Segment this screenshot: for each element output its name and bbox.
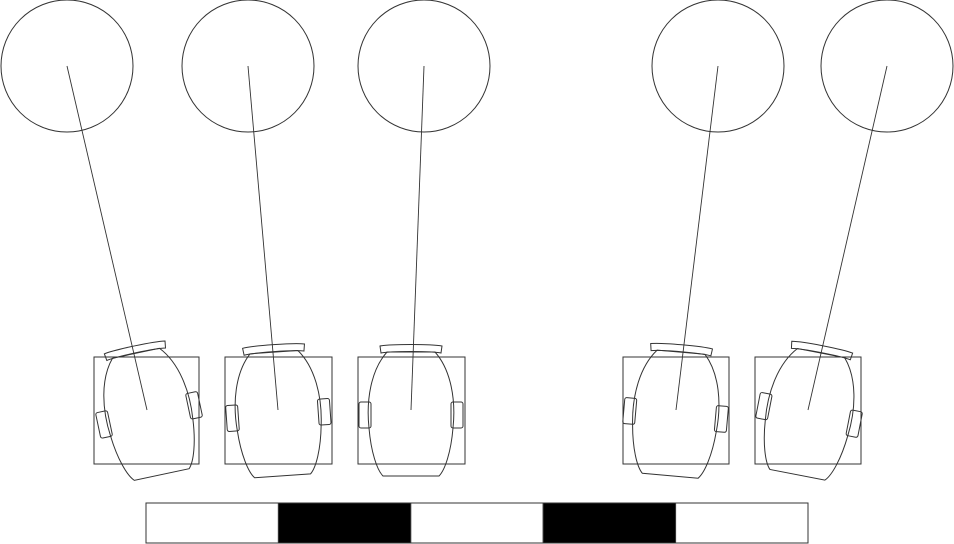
seat-unit-4 xyxy=(622,0,785,479)
scale-segment-dark xyxy=(542,502,677,544)
callout-circle xyxy=(181,0,315,133)
callout-circle xyxy=(820,0,954,133)
chair-back xyxy=(790,340,854,361)
leader-line xyxy=(675,65,719,411)
chair-arm-right xyxy=(185,391,203,420)
seat-unit-5 xyxy=(754,0,954,481)
chair xyxy=(622,342,729,479)
table-square xyxy=(93,356,200,465)
callout-circle xyxy=(357,0,491,133)
chair-body xyxy=(632,349,720,479)
chair-arm-right xyxy=(450,401,464,429)
scale-bar-frame xyxy=(145,502,809,544)
table-square xyxy=(224,356,333,465)
leader-line xyxy=(247,65,279,411)
callout-circle xyxy=(0,0,134,133)
chair-back xyxy=(379,344,443,354)
chair xyxy=(225,343,332,479)
chair-arm-left xyxy=(622,397,638,425)
chair-arm-left xyxy=(755,392,773,421)
chair-arm-right xyxy=(845,409,863,438)
chair-body xyxy=(367,351,455,477)
chair-back xyxy=(242,343,305,356)
scale-bar xyxy=(145,502,809,544)
table-square xyxy=(357,356,466,465)
chair xyxy=(358,344,464,477)
chair-body xyxy=(103,347,195,481)
seat-unit-2 xyxy=(181,0,333,479)
chair-arm-left xyxy=(358,401,372,429)
chair xyxy=(755,340,863,481)
table-square xyxy=(754,356,862,465)
callout-circle xyxy=(651,0,785,133)
leader-line xyxy=(410,65,425,411)
chair-back xyxy=(650,342,714,357)
table-square xyxy=(622,356,730,465)
leader-line xyxy=(66,65,148,411)
chair-arm-left xyxy=(225,404,240,432)
leader-line xyxy=(807,65,888,411)
chair xyxy=(95,340,203,481)
seat-units xyxy=(0,0,954,481)
chair-arm-right xyxy=(713,405,729,433)
seat-unit-1 xyxy=(0,0,203,481)
scale-segment-light xyxy=(145,502,279,544)
chair-body xyxy=(763,347,855,481)
scale-segment-light xyxy=(675,502,809,544)
seat-unit-3 xyxy=(357,0,491,477)
chair-arm-right xyxy=(316,398,332,426)
chair-back xyxy=(103,340,167,362)
chair-body xyxy=(234,349,322,479)
scale-segment-dark xyxy=(277,502,412,544)
scale-segment-light xyxy=(410,502,544,544)
chair-arm-left xyxy=(95,410,113,439)
